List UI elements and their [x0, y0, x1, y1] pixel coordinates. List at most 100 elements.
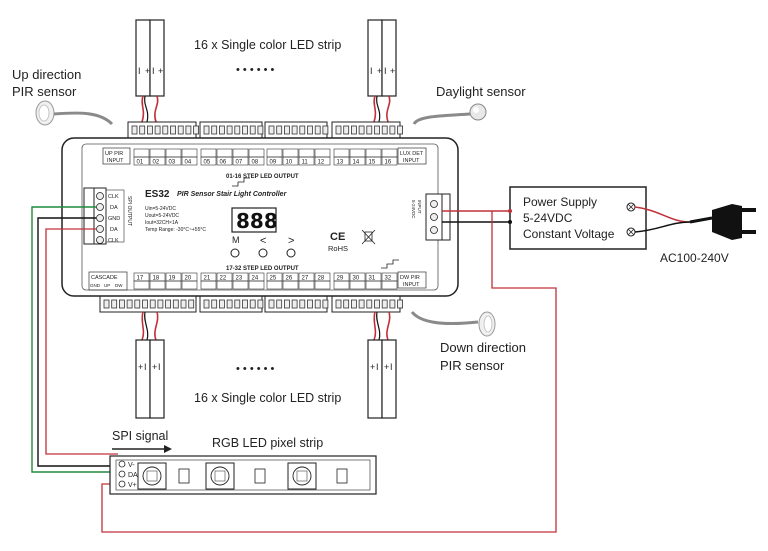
terminal-screw — [180, 299, 187, 309]
dw-pir-input-label-2: INPUT — [403, 282, 420, 288]
channel-polarity-box — [165, 148, 182, 158]
daylight-label: Daylight sensor — [436, 84, 526, 99]
channel-label: 07 — [236, 160, 243, 166]
terminal-screw — [234, 299, 241, 309]
channel-label: 15 — [369, 160, 376, 166]
terminal-screw — [291, 299, 298, 309]
terminal-screw — [350, 299, 357, 309]
spi-pin-3: GND — [108, 216, 120, 222]
up-pir-label-line1: Up direction — [12, 67, 81, 82]
button-m[interactable] — [230, 248, 240, 258]
channel-polarity-box — [298, 148, 315, 158]
lux-input-label: LUX DET — [400, 151, 424, 157]
channel-label: 28 — [318, 276, 325, 282]
terminal-screw — [126, 299, 133, 309]
spi-pin-5: CLK — [108, 238, 119, 244]
channel-label: 03 — [169, 160, 176, 166]
channel-polarity-box — [314, 148, 331, 158]
channel-label: 04 — [185, 160, 192, 166]
channel-polarity-box — [333, 148, 350, 158]
svg-text:I: I — [152, 66, 155, 76]
terminal-screw — [149, 299, 156, 309]
channel-label: 22 — [220, 276, 227, 282]
top-led-strip-right: I + I + — [367, 19, 397, 123]
resistor — [178, 468, 190, 484]
channel-polarity-box — [282, 148, 299, 158]
spi-pin-4: DA — [110, 227, 118, 233]
channel-polarity-box — [133, 148, 150, 158]
channel-label: 19 — [169, 276, 176, 282]
svg-text:I: I — [390, 362, 393, 372]
terminal-screw — [350, 125, 357, 135]
terminal-screw — [276, 125, 283, 135]
terminal-screw — [242, 299, 248, 309]
button-left-label: < — [260, 235, 266, 247]
channel-label: 17 — [137, 276, 144, 282]
channel-label: 08 — [252, 160, 259, 166]
channel-label: 09 — [270, 160, 277, 166]
svg-text:I: I — [144, 362, 147, 372]
power-input-voltage: 5-24VDC — [411, 200, 416, 219]
channel-label: 25 — [270, 276, 277, 282]
top-ellipsis: • • • • • • — [236, 64, 275, 76]
bottom-ellipsis: • • • • • • — [236, 363, 275, 375]
pixel-led-die — [296, 470, 308, 482]
resistor — [254, 468, 266, 484]
weee-bin-icon — [361, 229, 376, 245]
terminal-screw — [322, 299, 329, 309]
channel-label: 26 — [286, 276, 293, 282]
channel-label: 27 — [302, 276, 309, 282]
button-m-label: M — [232, 235, 240, 245]
display-digits: 888 — [236, 209, 278, 233]
terminal-screw — [177, 125, 184, 135]
svg-text:+: + — [390, 66, 395, 76]
terminal-screw — [257, 299, 264, 309]
channel-polarity-box — [216, 148, 233, 158]
terminal-screw — [366, 299, 373, 309]
terminal-screw — [322, 125, 329, 135]
terminal-screw — [366, 125, 373, 135]
svg-text:+: + — [152, 362, 157, 372]
channel-polarity-box — [298, 280, 315, 290]
channel-label: 20 — [185, 276, 192, 282]
lux-input-label-2: INPUT — [403, 158, 420, 164]
channel-polarity-box — [181, 280, 198, 290]
terminal-screw — [172, 299, 179, 309]
channel-label: 11 — [302, 160, 309, 166]
terminal-screw — [188, 299, 195, 309]
svg-text:+: + — [370, 362, 375, 372]
bottom-output-label: 17-32 STEP LED OUTPUT — [226, 266, 299, 272]
terminal-screw — [103, 299, 110, 309]
spi-pin-2: DA — [110, 205, 118, 211]
channel-polarity-box — [381, 148, 398, 158]
terminal-screw — [343, 125, 350, 135]
svg-text:+: + — [377, 66, 382, 76]
channel-polarity-box — [314, 280, 331, 290]
power-input-label: INPUT — [417, 200, 422, 214]
terminal-screw — [242, 125, 248, 135]
channel-label: 21 — [204, 276, 211, 282]
terminal-screw — [268, 125, 275, 135]
terminal-screw — [218, 125, 225, 135]
svg-text:I: I — [376, 362, 379, 372]
rohs-mark: RoHS — [328, 244, 348, 253]
terminal-screw — [389, 125, 396, 135]
terminal-screw — [203, 299, 210, 309]
spi-signal-label: SPI signal — [112, 429, 168, 443]
cascade-pin-gnd: GND — [90, 283, 101, 288]
button-left[interactable] — [258, 248, 268, 258]
terminal-screw — [358, 299, 365, 309]
terminal-screw — [314, 299, 321, 309]
spec-uout: Uout=5-24VDC — [145, 213, 179, 219]
button-right[interactable] — [286, 248, 296, 258]
channel-polarity-box — [381, 280, 398, 290]
channel-polarity-box — [365, 148, 382, 158]
channel-polarity-box — [248, 148, 265, 158]
terminal-screw — [397, 125, 404, 135]
channel-polarity-box — [232, 148, 249, 158]
top-strip-label: 16 x Single color LED strip — [194, 38, 341, 52]
controller-name: PIR Sensor Stair Light Controller — [177, 191, 288, 198]
terminal-screw — [299, 125, 306, 135]
channel-label: 24 — [252, 276, 259, 282]
